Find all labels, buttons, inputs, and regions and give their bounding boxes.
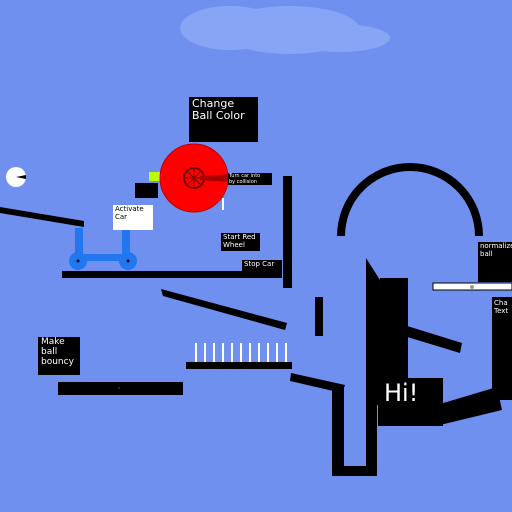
start-red-wheel-button[interactable]: Start Red Wheel xyxy=(221,233,260,251)
spike-base xyxy=(186,362,292,369)
car-platform xyxy=(62,271,282,278)
small-block xyxy=(135,183,158,198)
middle-ramp xyxy=(161,289,287,330)
red-wheel[interactable] xyxy=(159,143,230,213)
activate-car-button[interactable]: Activate Car xyxy=(113,205,153,230)
pit-floor xyxy=(332,466,377,476)
white-tick xyxy=(222,198,224,210)
right-slant xyxy=(404,325,462,353)
car[interactable] xyxy=(69,228,137,270)
turn-car-label: Turn car into by collision xyxy=(228,173,272,185)
white-ball[interactable] xyxy=(6,167,26,187)
hi-text: Hi! xyxy=(378,378,443,426)
pit-right-wall xyxy=(366,398,377,476)
change-text-button[interactable]: Cha Text xyxy=(492,299,512,325)
funnel-slope xyxy=(366,258,380,405)
left-slant xyxy=(290,373,345,393)
normalize-ball-button[interactable]: normalize ball xyxy=(478,242,512,282)
spikes xyxy=(195,343,287,363)
bottom-platform xyxy=(58,382,183,395)
short-bar xyxy=(315,297,323,336)
change-ball-color-button[interactable]: Change Ball Color xyxy=(189,97,258,142)
yellow-trigger[interactable] xyxy=(149,172,163,181)
make-ball-bouncy-button[interactable]: Make ball bouncy xyxy=(38,337,80,375)
stop-car-button[interactable]: Stop Car xyxy=(242,260,282,272)
arch xyxy=(337,163,483,237)
vertical-pole xyxy=(283,176,292,288)
pit-left-wall xyxy=(332,388,344,472)
cloud xyxy=(180,6,390,54)
left-ramp xyxy=(0,207,84,227)
bottom-right-ramp xyxy=(440,387,502,425)
